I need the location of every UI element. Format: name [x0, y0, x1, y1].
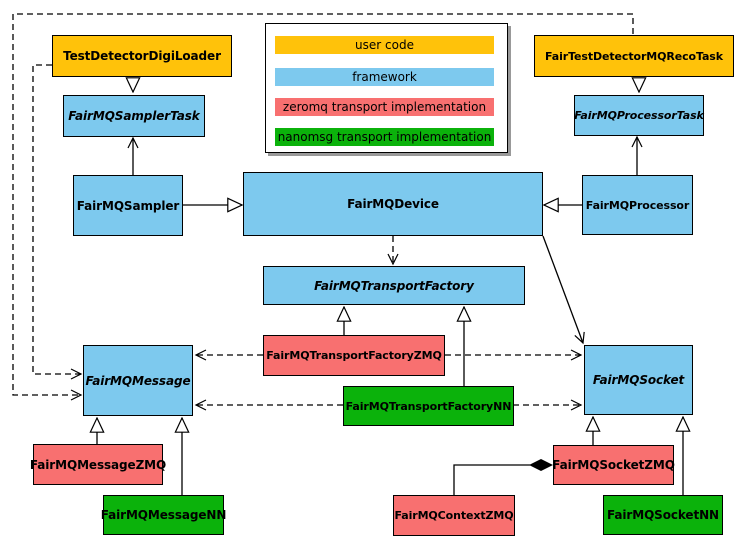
class-box-fairmqmessagenn: FairMQMessageNN	[100, 495, 227, 535]
legend-label: nanomsg transport implementation	[277, 130, 492, 144]
class-box-fairmqtransportfactory: FairMQTransportFactory	[263, 266, 525, 305]
class-box-fairtestdetectormqrecotask: FairTestDetectorMQRecoTask	[534, 35, 734, 77]
class-box-fairmqsocket: FairMQSocket	[584, 345, 693, 415]
legend: user code framework zeromq transport imp…	[265, 23, 508, 153]
class-box-fairmqsocketnn: FairMQSocketNN	[603, 495, 723, 535]
class-label: FairMQSampler	[76, 198, 180, 213]
class-box-fairmqdevice: FairMQDevice	[243, 172, 543, 236]
class-label: FairTestDetectorMQRecoTask	[545, 49, 723, 63]
class-box-fairmqsocketzmq: FairMQSocketZMQ	[552, 445, 675, 485]
edge-dependency-digiloader-to-message	[32, 64, 83, 380]
composition-diamond	[529, 459, 553, 471]
class-label: FairMQSocketNN	[607, 508, 719, 522]
class-label: FairMQSocket	[592, 373, 685, 387]
class-label: FairMQMessageNN	[100, 508, 227, 522]
class-box-fairmqtransportfactoryzmq: FairMQTransportFactoryZMQ	[263, 335, 445, 376]
class-label: FairMQContextZMQ	[394, 509, 514, 522]
class-label: FairMQProcessor	[585, 198, 690, 212]
legend-item-framework: framework	[275, 68, 494, 86]
class-box-fairmqprocessor: FairMQProcessor	[582, 175, 693, 235]
class-box-fairmqprocessortask: FairMQProcessorTask	[574, 95, 704, 136]
edge-association-device-to-socket	[542, 235, 585, 345]
class-label: FairMQDevice	[347, 197, 439, 211]
class-label: FairMQSocketZMQ	[552, 458, 675, 472]
class-box-fairmqsamplertask: FairMQSamplerTask	[63, 95, 205, 137]
class-box-fairmqmessage: FairMQMessage	[83, 345, 193, 416]
edge-composition-socketzmq-contextzmq	[453, 464, 530, 495]
legend-label: framework	[352, 70, 417, 84]
class-label: TestDetectorDigiLoader	[63, 49, 221, 63]
class-box-fairmqtransportfactorynn: FairMQTransportFactoryNN	[343, 386, 514, 426]
legend-item-user-code: user code	[275, 36, 494, 54]
class-label: FairMQProcessorTask	[574, 109, 704, 122]
legend-label: zeromq transport implementation	[282, 100, 487, 114]
edge-dependency-recotask-to-message	[12, 13, 634, 401]
class-label: FairMQTransportFactoryNN	[345, 399, 512, 413]
class-label: FairMQSamplerTask	[68, 109, 200, 123]
class-box-fairmqsampler: FairMQSampler	[73, 175, 183, 236]
class-box-fairmqcontextzmq: FairMQContextZMQ	[393, 495, 515, 536]
legend-item-nanomsg: nanomsg transport implementation	[275, 128, 494, 146]
class-label: FairMQMessage	[85, 373, 191, 388]
class-label: FairMQMessageZMQ	[29, 457, 167, 472]
legend-label: user code	[355, 38, 414, 52]
class-box-testdetectordigiloader: TestDetectorDigiLoader	[52, 35, 232, 77]
class-label: FairMQTransportFactory	[314, 278, 474, 293]
class-box-fairmqmessagezmq: FairMQMessageZMQ	[29, 444, 167, 485]
legend-item-zeromq: zeromq transport implementation	[275, 98, 494, 116]
class-label: FairMQTransportFactoryZMQ	[266, 349, 442, 362]
